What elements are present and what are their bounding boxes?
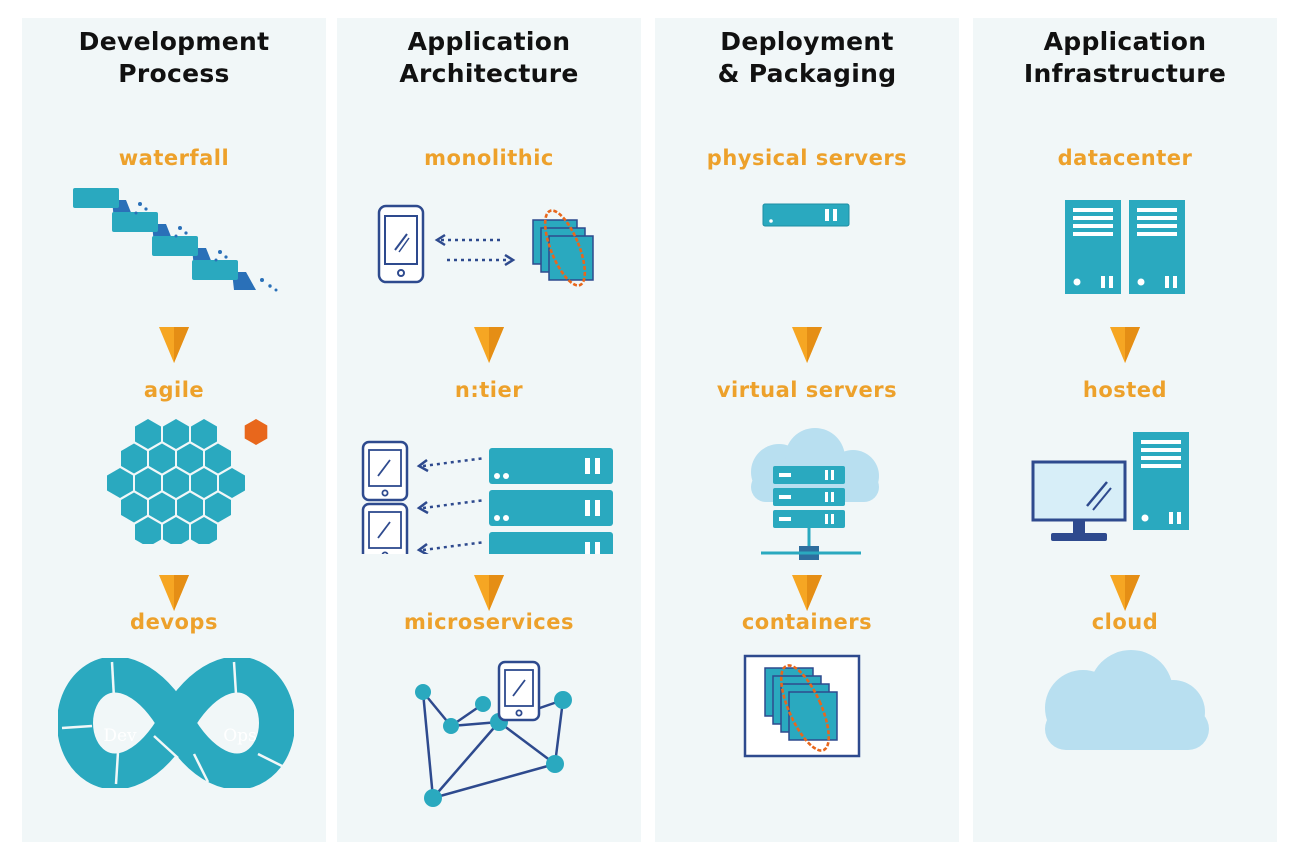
title-line-1: Application	[1043, 27, 1207, 56]
down-arrow-icon	[159, 575, 189, 611]
single-server-icon	[762, 203, 850, 227]
hexagon-shape	[191, 468, 217, 498]
column-application-infrastructure: Application Infrastructure datacenter ho…	[973, 18, 1277, 842]
waterfall-steps-icon	[73, 188, 278, 292]
down-arrow-icon	[1110, 575, 1140, 611]
server-tower-icon	[1065, 200, 1121, 294]
title-line-1: Deployment	[720, 27, 894, 56]
stage-label-physical-servers: physical servers	[706, 146, 908, 170]
stage-label-microservices: microservices	[404, 610, 574, 634]
microservices-network-icon	[415, 660, 572, 807]
stage-label-containers: containers	[741, 610, 873, 634]
phone-icon	[377, 204, 425, 284]
stage-label-virtual-servers: virtual servers	[716, 378, 898, 402]
monitor-tower-icon	[1031, 432, 1189, 541]
hexagon-shape	[149, 443, 175, 474]
down-arrow-icon	[792, 327, 822, 363]
column-application-architecture: Application Architecture monolithic n:ti…	[337, 18, 641, 842]
column-development-process: Development Process waterfall agile devo…	[22, 18, 326, 842]
down-arrow-icon	[474, 327, 504, 363]
hexagon-shape	[163, 419, 189, 449]
column-title: Deployment & Packaging	[655, 26, 959, 90]
hexagon-shape	[149, 492, 175, 523]
stack-icon	[532, 209, 594, 287]
hexagon-cluster-icon	[107, 419, 268, 544]
phone-icon	[361, 440, 409, 502]
title-line-2: Infrastructure	[1023, 59, 1227, 88]
phone-icon	[497, 660, 541, 722]
title-line-2: Process	[118, 59, 230, 88]
title-line-2: & Packaging	[717, 59, 897, 88]
column-deployment-packaging: Deployment & Packaging physical servers …	[655, 18, 959, 842]
phone-icon	[361, 502, 409, 554]
hexagon-shape	[205, 443, 231, 474]
hexagon-shape	[191, 517, 217, 544]
cloud-icon	[1045, 650, 1209, 750]
server-tower-icon	[1129, 200, 1185, 294]
devops-dev-text: Dev	[103, 726, 137, 746]
hexagon-shape	[244, 419, 268, 445]
server-rack-icon	[489, 448, 613, 484]
hexagon-shape	[177, 492, 203, 523]
hexagon-shape	[135, 419, 161, 449]
down-arrow-icon	[474, 575, 504, 611]
down-arrow-icon	[792, 575, 822, 611]
infinity-devops-icon: Dev Ops	[58, 658, 294, 788]
stage-label-monolithic: monolithic	[424, 146, 554, 170]
hexagon-shape	[135, 468, 161, 498]
title-line-1: Development	[78, 27, 270, 56]
stage-label-ntier: n:tier	[454, 378, 524, 402]
stage-label-datacenter: datacenter	[1057, 146, 1193, 170]
stage-label-devops: devops	[130, 610, 218, 634]
ntier-servers-icon	[361, 440, 613, 554]
hexagon-shape	[107, 468, 133, 498]
phone-to-stack-icon	[377, 204, 594, 287]
column-title: Application Architecture	[337, 26, 641, 90]
hexagon-shape	[205, 492, 231, 523]
column-title: Development Process	[22, 26, 326, 90]
stage-label-waterfall: waterfall	[118, 146, 230, 170]
datacenter-towers-icon	[1065, 200, 1185, 294]
hexagon-shape	[121, 492, 147, 523]
hexagon-shape	[163, 468, 189, 498]
hexagon-shape	[191, 419, 217, 449]
hexagon-shape	[163, 517, 189, 544]
down-arrow-icon	[159, 327, 189, 363]
title-line-1: Application	[407, 27, 571, 56]
hexagon-shape	[135, 517, 161, 544]
cloud-servers-icon	[751, 428, 879, 560]
server-rack-icon	[489, 490, 613, 526]
column-title: Application Infrastructure	[973, 26, 1277, 90]
stage-label-hosted: hosted	[1082, 378, 1168, 402]
devops-ops-text: Ops	[223, 726, 257, 746]
hexagon-shape	[177, 443, 203, 474]
down-arrow-icon	[1110, 327, 1140, 363]
hexagon-shape	[219, 468, 245, 498]
container-box-icon	[743, 654, 861, 758]
server-rack-icon	[489, 532, 613, 554]
title-line-2: Architecture	[399, 59, 579, 88]
hexagon-shape	[121, 443, 147, 474]
stage-label-cloud: cloud	[1091, 610, 1159, 634]
stage-label-agile: agile	[143, 378, 205, 402]
